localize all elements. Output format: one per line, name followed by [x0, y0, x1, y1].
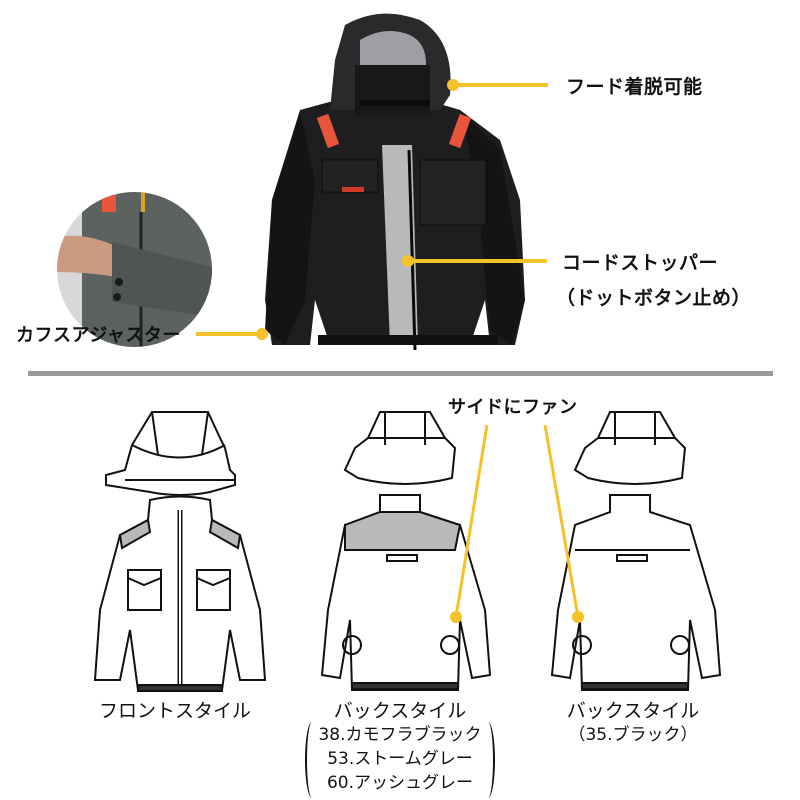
- back-style-caption-colors: バックスタイル: [333, 700, 467, 722]
- cord-stopper-callout-sublabel: （ドットボタン止め）: [556, 287, 752, 309]
- color-list-paren-right: [481, 722, 495, 798]
- color-option-53: 53.ストームグレー: [327, 749, 473, 769]
- cuff-inset-photo: [57, 192, 212, 347]
- jacket-photo: [265, 13, 525, 351]
- color-option-60: 60.アッシュグレー: [326, 773, 474, 793]
- back-style-drawing-black: [550, 411, 722, 691]
- side-fan-callout-label: サイドにファン: [448, 397, 578, 418]
- back-style-caption-black: バックスタイル: [566, 700, 700, 722]
- front-style-caption: フロントスタイル: [98, 700, 251, 722]
- section-divider: [28, 371, 773, 376]
- cuff-adjuster-callout-label: カフスアジャスター: [16, 325, 181, 346]
- callout-lines: [196, 79, 548, 340]
- color-list-paren-left: [305, 722, 319, 798]
- hood-callout-label: フード着脱可能: [566, 76, 703, 98]
- back-style-drawing-colors: [320, 411, 492, 691]
- front-style-drawing: [93, 411, 267, 692]
- color-option-35: （35.ブラック）: [568, 725, 698, 745]
- color-option-38: 38.カモフラブラック: [318, 725, 482, 745]
- cord-stopper-callout-label: コードストッパー: [562, 252, 719, 274]
